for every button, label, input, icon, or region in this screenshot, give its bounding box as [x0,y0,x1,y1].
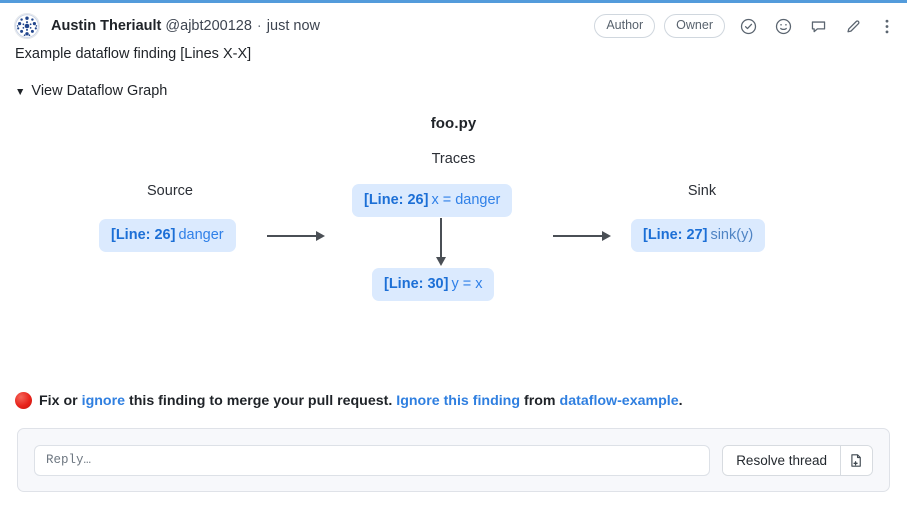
graph-sink-label: Sink [687,183,717,199]
arrow-trace-to-sink [553,230,611,242]
node-expression: y = x [451,276,483,292]
node-expression: x = danger [431,192,501,208]
dataflow-graph: foo.py Traces Source Sink [Line: 26]dang… [0,108,907,370]
red-circle-icon [15,392,32,409]
node-expression: sink(y) [710,227,754,243]
ignore-link[interactable]: ignore [81,392,125,409]
avatar[interactable] [14,13,40,39]
status-text-middle: this finding to merge your pull request. [129,392,393,409]
triangle-down-icon: ▼ [15,85,26,98]
check-circle-icon[interactable] [736,14,760,38]
kebab-menu-icon[interactable] [879,14,895,38]
view-dataflow-graph-toggle[interactable]: ▼ View Dataflow Graph [15,81,167,103]
arrow-head [316,231,325,241]
node-line-number: [Line: 30] [384,276,449,292]
badge-author: Author [594,14,656,38]
top-accent-rule [0,0,907,3]
resolve-thread-button[interactable]: Resolve thread [723,445,840,475]
arrow-shaft [553,235,602,237]
reply-input[interactable]: Reply… [34,444,711,476]
node-line-number: [Line: 26] [364,192,429,208]
timestamp: just now [266,17,320,34]
graph-node-trace-2[interactable]: [Line: 30]y = x [372,268,495,302]
byline: Austin Theriault @ajbt200128 · just now [51,19,320,34]
arrow-shaft [267,235,316,237]
graph-node-sink[interactable]: [Line: 27]sink(y) [631,219,766,253]
finding-status-line: Fix or ignore this finding to merge your… [15,392,683,409]
node-line-number: [Line: 27] [643,227,708,243]
byline-separator: · [256,17,262,34]
header-actions: Author Owner [594,14,895,38]
author-handle[interactable]: @ajbt200128 [165,17,252,34]
author-name[interactable]: Austin Theriault [51,17,162,34]
reply-actions: Resolve thread [722,444,873,476]
comment-icon[interactable] [806,14,830,38]
node-expression: danger [178,227,224,243]
badge-owner: Owner [664,14,725,38]
comment-body-text: Example dataflow finding [Lines X-X] [15,46,252,62]
new-file-icon[interactable] [840,445,872,475]
arrow-trace1-to-trace2 [435,218,447,266]
arrow-source-to-trace [267,230,325,242]
ignore-this-finding-link[interactable]: Ignore this finding [396,392,521,409]
comment-header: Austin Theriault @ajbt200128 · just now … [14,10,895,42]
graph-source-label: Source [147,183,193,199]
graph-traces-label: Traces [431,151,476,167]
graph-file-title: foo.py [430,115,477,132]
graph-node-trace-1[interactable]: [Line: 26]x = danger [352,184,513,218]
node-line-number: [Line: 26] [111,227,176,243]
pencil-edit-icon[interactable] [841,14,865,38]
emoji-reaction-icon[interactable] [771,14,795,38]
arrow-head [602,231,611,241]
arrow-head [436,257,446,266]
status-text-prefix: Fix or [39,392,78,409]
status-text-period: . [678,392,683,409]
status-text-from: from [524,392,556,409]
reply-footer: Reply… Resolve thread [17,428,890,492]
arrow-shaft [440,218,442,257]
graph-node-source[interactable]: [Line: 26]danger [99,219,236,253]
view-dataflow-graph-label: View Dataflow Graph [31,83,168,99]
project-link[interactable]: dataflow-example [559,392,679,409]
